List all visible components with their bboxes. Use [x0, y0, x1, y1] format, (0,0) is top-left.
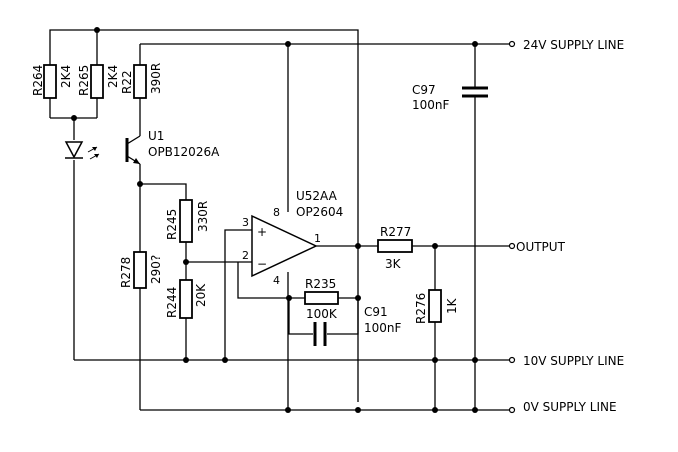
resistor-r245 — [179, 199, 193, 243]
r264-value: 2K4 — [59, 65, 73, 88]
r277-ref: R277 — [380, 225, 411, 239]
capacitor-c91 — [313, 322, 327, 346]
resistor-r235 — [304, 291, 339, 305]
c91-ref: C91 — [364, 305, 388, 319]
u52-value: OP2604 — [296, 205, 343, 219]
r245-value: 330R — [196, 201, 210, 232]
c97-value: 100nF — [412, 98, 450, 112]
resistor-r278 — [133, 251, 147, 289]
u1-value: OPB12026A — [148, 145, 220, 159]
led-icon — [64, 141, 100, 160]
pin-8-label: 8 — [273, 206, 280, 219]
pin-1-label: 1 — [314, 232, 321, 245]
label-10v-supply-line: 10V SUPPLY LINE — [523, 354, 624, 368]
r278-ref: R278 — [119, 257, 133, 288]
u52-ref: U52AA — [296, 189, 338, 203]
wires — [49, 29, 512, 411]
r276-ref: R276 — [414, 293, 428, 324]
capacitor-c97 — [462, 86, 488, 98]
pin-3-label: 3 — [242, 216, 249, 229]
u1-ref: U1 — [148, 129, 164, 143]
terminal-10v — [508, 356, 516, 364]
resistor-r265 — [90, 64, 104, 99]
resistor-r264 — [43, 64, 57, 99]
opamp-plus-sign: + — [257, 225, 267, 239]
resistor-r22 — [133, 64, 147, 99]
r265-value: 2K4 — [106, 65, 120, 88]
resistor-r277 — [377, 239, 413, 253]
terminal-output — [508, 242, 516, 250]
label-output: OUTPUT — [516, 240, 566, 254]
opamp-minus-sign: − — [257, 257, 267, 271]
resistor-r244 — [179, 279, 193, 319]
op-amp-icon — [251, 214, 318, 278]
label-24v-supply-line: 24V SUPPLY LINE — [523, 38, 624, 52]
r244-ref: R244 — [165, 287, 179, 318]
r277-value: 3K — [385, 257, 402, 271]
terminal-24v — [508, 40, 516, 48]
resistor-r276 — [428, 289, 442, 323]
r22-value: 390R — [149, 63, 163, 94]
r265-ref: R265 — [77, 65, 91, 96]
r245-ref: R245 — [165, 209, 179, 240]
c91-value: 100nF — [364, 321, 402, 335]
terminal-0v — [508, 406, 516, 414]
junctions — [71, 27, 478, 413]
label-0v-supply-line: 0V SUPPLY LINE — [523, 400, 617, 414]
pin-2-label: 2 — [242, 249, 249, 262]
r235-ref: R235 — [305, 277, 336, 291]
r276-value: 1K — [445, 297, 459, 314]
phototransistor-icon — [125, 135, 141, 165]
r264-ref: R264 — [31, 65, 45, 96]
r22-ref: R22 — [120, 70, 134, 94]
r278-value: 290? — [149, 255, 163, 284]
r235-value: 100K — [306, 307, 338, 321]
c97-ref: C97 — [412, 83, 436, 97]
pin-4-label: 4 — [273, 274, 280, 287]
r244-value: 20K — [194, 283, 208, 307]
